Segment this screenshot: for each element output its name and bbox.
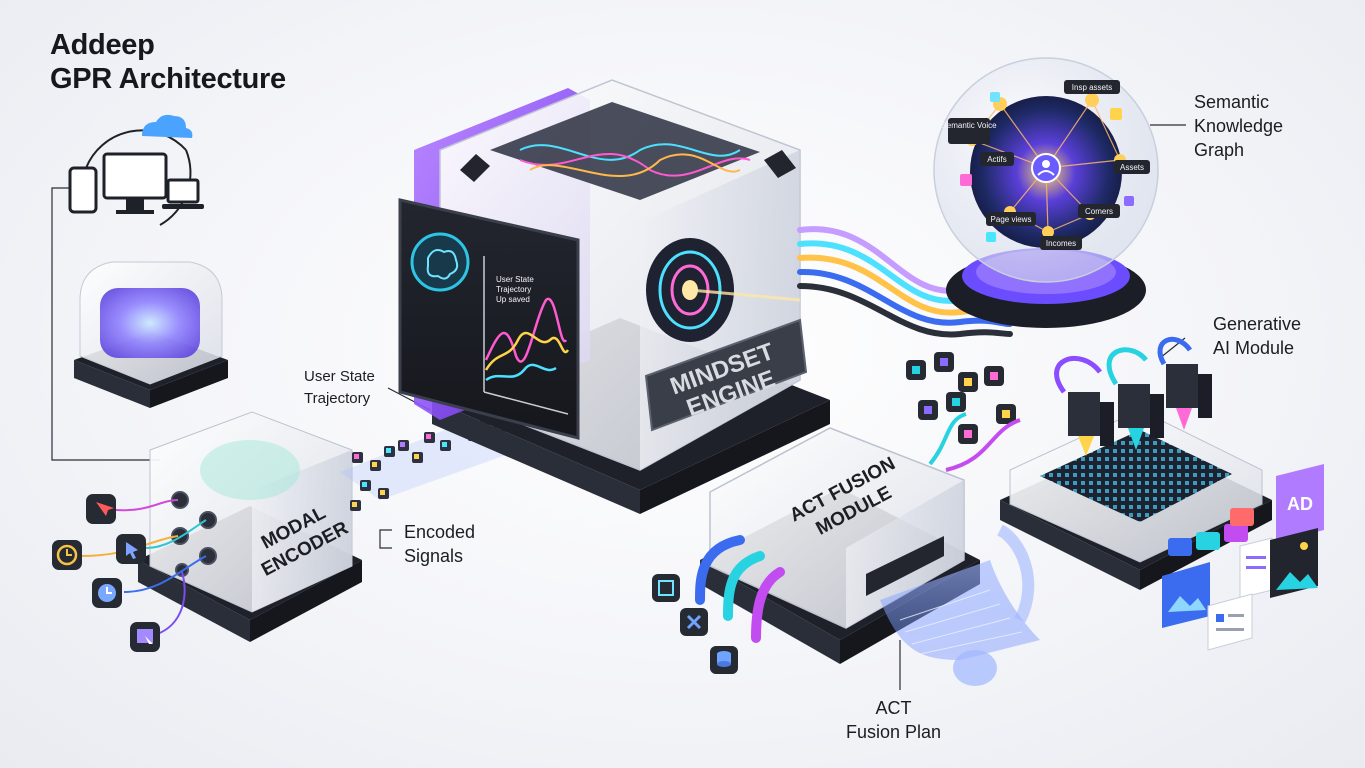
callout-act-plan: ACT Fusion Plan	[846, 698, 942, 742]
trajectory-chart: User State Trajectory Up saved	[483, 256, 570, 415]
graph-node-2: Actifs	[987, 155, 1007, 164]
diagram-title: Addeep GPR Architecture	[50, 28, 286, 96]
fusion-output-icons	[652, 574, 738, 674]
ad-badge	[1276, 464, 1324, 542]
article-asset-icon	[1207, 593, 1253, 651]
act-fusion-module: ACT FUSION MODULE	[695, 427, 1040, 686]
screen-legend-3: Up saved	[496, 295, 530, 304]
monitor-icon	[102, 152, 168, 200]
brain-icon	[410, 232, 470, 292]
laptop-icon	[166, 178, 200, 204]
mindset-engine-module: User State Trajectory Up saved MINDSET E…	[398, 79, 830, 514]
callout-semantic-graph: Semantic Knowledge Graph	[1194, 92, 1284, 160]
modal-encoder-module: MODAL ENCODER	[138, 411, 362, 642]
graph-node-0: Insp assets	[1072, 83, 1112, 92]
cloud-icon	[142, 114, 193, 138]
devices-illustration	[68, 114, 204, 226]
title-line-2: GPR Architecture	[50, 63, 286, 95]
ad-badge-label: AD	[1287, 494, 1313, 514]
callout-encoded-signals: Encoded Signals	[404, 522, 476, 566]
input-cube	[74, 261, 228, 408]
generated-ad-assets: AD	[1162, 464, 1324, 651]
graph-node-1a: Semantic Voice	[941, 121, 997, 130]
graph-node-5: Comers	[1085, 207, 1113, 216]
callout-generative-ai: Generative AI Module	[1213, 314, 1302, 358]
scan-icon	[652, 574, 680, 602]
graph-node-tags: Insp assets Semantic Voice Actifs Assets…	[941, 80, 1150, 250]
phone-icon	[68, 166, 98, 214]
graph-node-4: Page views	[991, 215, 1032, 224]
title-line-1: Addeep	[50, 29, 155, 61]
input-signal-icons	[52, 494, 207, 652]
screen-legend-2: Trajectory	[496, 285, 531, 294]
graph-node-3: Assets	[1120, 163, 1144, 172]
generative-ai-module	[996, 336, 1272, 623]
screen-legend-1: User State	[496, 275, 534, 284]
graph-node-6: Incomes	[1046, 239, 1076, 248]
semantic-knowledge-graph: Insp assets Semantic Voice Actifs Assets…	[933, 57, 1159, 328]
callout-user-state: User State Trajectory	[304, 368, 375, 407]
act-token-cubes	[906, 352, 1021, 472]
